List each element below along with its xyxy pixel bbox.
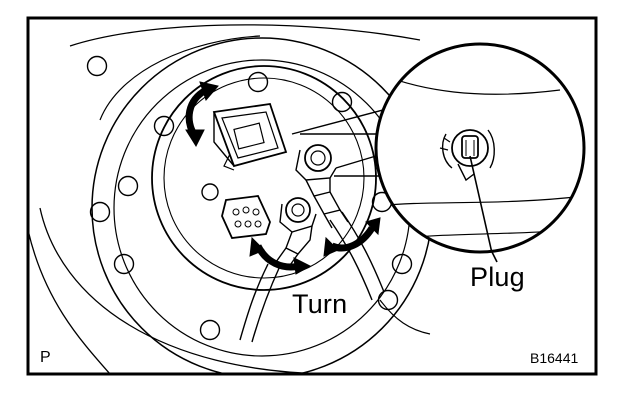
figure-code: B16441 <box>530 350 579 366</box>
bolt-hole <box>89 201 111 223</box>
tank-outline-curve <box>28 229 111 374</box>
bolt-hole <box>247 71 269 93</box>
hose <box>251 265 281 343</box>
corner-mark: P <box>40 349 51 366</box>
hose <box>239 263 269 341</box>
tank-outline-curve <box>99 35 261 121</box>
turn-arrow-upper <box>185 81 219 148</box>
pump-connector-upper <box>212 103 288 171</box>
tank-outline-curve <box>39 207 331 374</box>
bolt-hole <box>331 91 353 113</box>
fuel-fitting-lower <box>275 197 317 269</box>
fuel-fitting-upper <box>295 144 349 229</box>
plug-callout-label: Plug <box>470 262 525 292</box>
bolt-hole <box>117 175 139 197</box>
magnifier-leader-line <box>291 105 399 135</box>
bolt-hole <box>86 55 108 77</box>
bolt-hole <box>199 319 221 341</box>
turn-arrow-lower-right <box>323 217 381 257</box>
tank-outline-curve <box>69 24 421 47</box>
bolt-hole <box>153 115 175 137</box>
pump-connector-lower <box>221 195 271 239</box>
turn-callout-label: Turn <box>292 289 348 319</box>
hose <box>379 299 431 335</box>
bolt-hole <box>201 183 219 201</box>
pump-plate-inner-ring <box>163 77 365 279</box>
magnifier-lens <box>374 42 586 254</box>
plug-leader-line <box>491 251 498 263</box>
turn-arrow-lower-left <box>249 236 312 275</box>
plug-icon <box>461 135 479 159</box>
bolt-hole <box>391 253 413 275</box>
plug-socket-ring <box>451 129 489 167</box>
pump-plate-ring <box>151 65 377 291</box>
hose <box>329 219 373 301</box>
plug-leader-line <box>469 155 495 252</box>
bolt-hole <box>113 253 135 275</box>
